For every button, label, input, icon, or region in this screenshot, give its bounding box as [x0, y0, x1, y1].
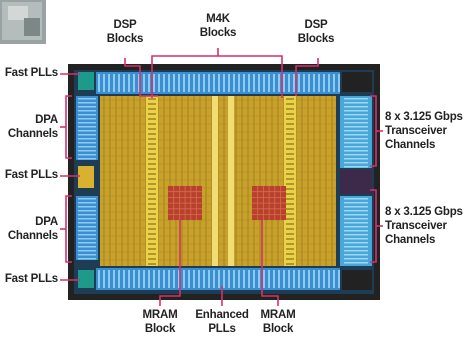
label-line: Transceiver	[385, 125, 447, 137]
label-line: MRAM	[260, 309, 296, 321]
transceiver-divider	[340, 170, 372, 194]
fast-pll-block-bottom	[78, 270, 94, 288]
label-line: Block	[144, 323, 176, 335]
transceiver-corner-top	[342, 72, 372, 92]
left-dpa-column-top	[76, 96, 98, 160]
label-line: Channels	[385, 139, 436, 151]
label-line: Fast PLLs	[4, 169, 58, 181]
label-mram-block-left: MRAM Block	[143, 308, 178, 336]
label-line: Channels	[7, 128, 58, 140]
label-line: DSP	[304, 19, 328, 31]
fast-pll-block-top	[78, 72, 94, 90]
label-line: Channels	[385, 234, 436, 246]
transceiver-region-top	[340, 96, 372, 168]
label-mram-block-right: MRAM Block	[261, 308, 296, 336]
label-transceiver-bottom: 8 x 3.125 Gbps Transceiver Channels	[385, 205, 463, 247]
thumbnail-photo	[0, 0, 46, 44]
label-dpa-channels-top: DPA Channels	[8, 113, 58, 141]
label-line: DPA	[35, 216, 58, 228]
label-line: Transceiver	[385, 220, 447, 232]
left-dpa-column-stripes	[78, 98, 96, 260]
label-line: Blocks	[199, 27, 237, 39]
label-dsp-blocks-left: DSP Blocks	[107, 18, 144, 46]
mram-grid-lines	[168, 186, 286, 220]
label-m4k-blocks: M4K Blocks	[200, 12, 237, 40]
dsp-column-left	[146, 96, 158, 266]
label-dpa-channels-bottom: DPA Channels	[8, 215, 58, 243]
label-line: Channels	[7, 230, 58, 242]
label-line: PLLs	[208, 323, 236, 335]
top-io-ring-stripes	[98, 74, 340, 92]
label-line: Enhanced	[195, 309, 249, 321]
label-line: DPA	[35, 114, 58, 126]
label-line: Block	[262, 323, 294, 335]
label-line: Blocks	[106, 33, 144, 45]
label-fast-plls-top: Fast PLLs	[5, 66, 58, 80]
label-enhanced-plls: Enhanced PLLs	[195, 308, 249, 336]
label-dsp-blocks-right: DSP Blocks	[298, 18, 335, 46]
label-fast-plls-middle: Fast PLLs	[5, 168, 58, 182]
label-line: 8 x 3.125 Gbps	[385, 206, 463, 218]
transceiver-stripes	[344, 98, 368, 264]
label-line: Fast PLLs	[4, 273, 58, 285]
transceiver-corner-bottom	[342, 270, 372, 290]
label-line: 8 x 3.125 Gbps	[385, 111, 463, 123]
label-line: M4K	[206, 13, 230, 25]
label-line: Fast PLLs	[4, 67, 58, 79]
bottom-io-ring-stripes	[98, 270, 340, 288]
label-line: Blocks	[297, 33, 335, 45]
dsp-column-ticks	[148, 98, 294, 265]
m4k-column-right	[228, 96, 234, 266]
m4k-column-left	[212, 96, 218, 266]
label-line: MRAM	[142, 309, 178, 321]
left-dpa-column-bottom	[76, 196, 98, 260]
label-fast-plls-bottom: Fast PLLs	[5, 272, 58, 286]
callout-lines	[60, 48, 383, 306]
fast-pll-block-middle	[78, 166, 94, 188]
label-transceiver-top: 8 x 3.125 Gbps Transceiver Channels	[385, 110, 463, 152]
dsp-column-right	[284, 96, 296, 266]
label-line: DSP	[113, 19, 137, 31]
